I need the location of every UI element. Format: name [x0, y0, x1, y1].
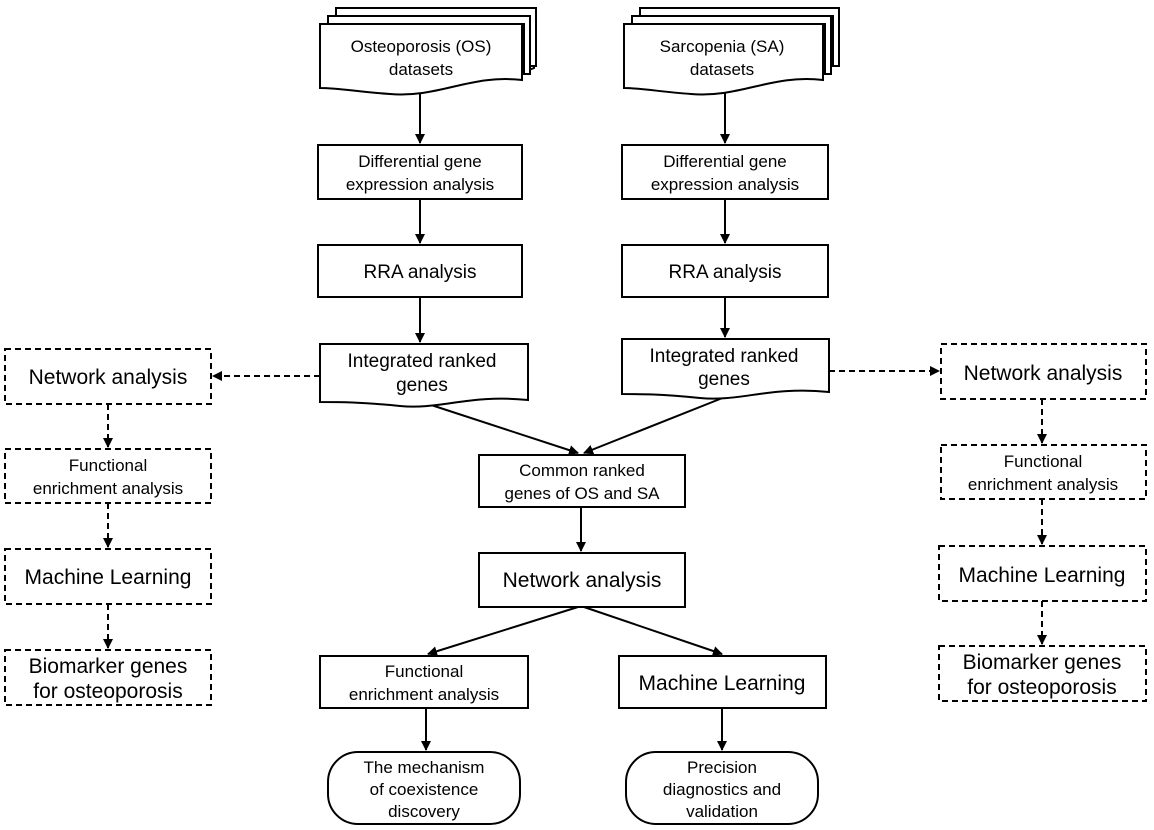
left-ml-label: Machine Learning — [25, 566, 192, 589]
common-line-2: genes of OS and SA — [505, 484, 661, 503]
common-line-1: Common ranked — [519, 461, 645, 480]
left-func-line-1: Functional — [69, 456, 147, 475]
node-os-dge: Differential gene expression analysis — [317, 144, 523, 200]
mechanism-line-2: of coexistence — [370, 780, 479, 799]
right-biomarker-line-2: for osteoporosis — [967, 676, 1116, 699]
right-func-line-2: enrichment analysis — [968, 475, 1118, 494]
os-rra-label: RRA analysis — [364, 262, 477, 283]
mechanism-line-3: discovery — [388, 802, 460, 821]
node-left-func: Functional enrichment analysis — [4, 448, 212, 504]
edges — [103, 93, 1047, 751]
sa-datasets-line-1: Sarcopenia (SA) — [660, 37, 785, 56]
right-ml-label: Machine Learning — [959, 564, 1126, 587]
node-sa-integrated: Integrated ranked genes — [621, 338, 830, 400]
os-integrated-line-2: genes — [396, 375, 448, 396]
os-dge-line-1: Differential gene — [358, 152, 482, 171]
right-biomarker-line-1: Biomarker genes — [963, 651, 1122, 674]
mechanism-line-1: The mechanism — [364, 758, 485, 777]
node-left-ml: Machine Learning — [4, 548, 212, 605]
sa-datasets-line-2: datasets — [690, 60, 754, 79]
sa-dge-line-1: Differential gene — [663, 152, 787, 171]
node-func-center: Functional enrichment analysis — [319, 655, 529, 709]
edge-os-integrated-to-common — [421, 401, 579, 455]
right-network-label: Network analysis — [964, 362, 1123, 385]
os-datasets-line-2: datasets — [389, 60, 453, 79]
os-datasets-line-1: Osteoporosis (OS) — [351, 37, 492, 56]
node-precision: Precision diagnostics and validation — [625, 751, 819, 825]
sa-integrated-line-1: Integrated ranked — [650, 346, 799, 367]
network-center-label: Network analysis — [503, 569, 662, 592]
sa-rra-label: RRA analysis — [669, 262, 782, 283]
node-os-datasets: Osteoporosis (OS) datasets — [319, 7, 537, 96]
func-center-line-2: enrichment analysis — [349, 685, 499, 704]
node-left-biomarker: Biomarker genes for osteoporosis — [4, 649, 212, 706]
precision-line-2: diagnostics and — [663, 780, 781, 799]
os-integrated-line-1: Integrated ranked — [348, 351, 497, 372]
node-os-rra: RRA analysis — [317, 244, 523, 298]
sa-dge-line-2: expression analysis — [651, 175, 799, 194]
left-biomarker-line-1: Biomarker genes — [29, 655, 188, 678]
os-dge-line-2: expression analysis — [346, 175, 494, 194]
ml-center-label: Machine Learning — [639, 672, 806, 695]
left-network-label: Network analysis — [29, 366, 188, 389]
node-right-network: Network analysis — [940, 343, 1147, 400]
precision-line-1: Precision — [687, 758, 757, 777]
node-ml-center: Machine Learning — [618, 655, 827, 709]
edge-sa-integrated-to-common — [583, 396, 726, 455]
edge-network-to-func — [427, 606, 579, 657]
func-center-line-1: Functional — [385, 662, 463, 681]
sa-integrated-line-2: genes — [698, 369, 750, 390]
node-right-ml: Machine Learning — [938, 545, 1147, 602]
node-sa-datasets: Sarcopenia (SA) datasets — [623, 7, 840, 96]
edge-network-to-ml — [583, 606, 723, 656]
right-func-line-1: Functional — [1004, 452, 1082, 471]
left-biomarker-line-2: for osteoporosis — [33, 680, 182, 703]
node-right-biomarker: Biomarker genes for osteoporosis — [938, 645, 1147, 702]
node-mechanism: The mechanism of coexistence discovery — [327, 751, 521, 825]
node-sa-dge: Differential gene expression analysis — [621, 144, 829, 200]
node-network-center: Network analysis — [478, 552, 686, 608]
left-func-line-2: enrichment analysis — [33, 479, 183, 498]
node-sa-rra: RRA analysis — [621, 244, 829, 298]
node-common: Common ranked genes of OS and SA — [478, 454, 686, 508]
node-left-network: Network analysis — [4, 348, 212, 405]
precision-line-3: validation — [686, 802, 758, 821]
node-right-func: Functional enrichment analysis — [940, 444, 1147, 500]
node-os-integrated: Integrated ranked genes — [319, 343, 529, 408]
